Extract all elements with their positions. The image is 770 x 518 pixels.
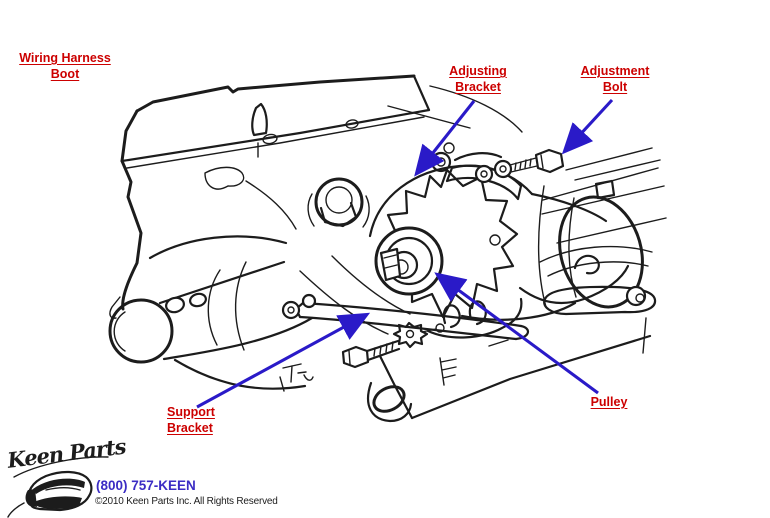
- label-text: Wiring Harness: [19, 51, 111, 65]
- label-support-bracket[interactable]: Support Bracket: [167, 405, 257, 436]
- copyright-notice: ©2010 Keen Parts Inc. All Rights Reserve…: [95, 496, 278, 507]
- label-adjustment-bolt[interactable]: Adjustment Bolt: [555, 64, 675, 95]
- label-text: Bracket: [455, 79, 501, 94]
- label-text: Bracket: [167, 420, 213, 435]
- label-pulley[interactable]: Pulley: [583, 395, 635, 411]
- engine-line-art: [108, 74, 667, 423]
- label-text: Boot: [50, 66, 80, 81]
- adjusting-bracket-arrow: [414, 100, 476, 177]
- label-text: Pulley: [590, 395, 628, 409]
- support-bracket-arrow: [196, 312, 371, 409]
- pulley-arrow: [434, 272, 599, 395]
- pointer-arrows: [196, 98, 614, 409]
- label-text: Adjusting: [449, 64, 507, 78]
- label-text: Support: [167, 405, 215, 419]
- label-text: Adjustment: [580, 64, 650, 78]
- label-adjusting-bracket[interactable]: Adjusting Bracket: [418, 64, 538, 95]
- label-wiring-harness-boot[interactable]: Wiring Harness Boot: [4, 51, 126, 82]
- adjustment-bolt-arrow: [561, 98, 614, 155]
- label-text: Bolt: [602, 79, 628, 94]
- phone-number: (800) 757-KEEN: [96, 478, 196, 493]
- corvette-sketch-icon: [7, 456, 109, 518]
